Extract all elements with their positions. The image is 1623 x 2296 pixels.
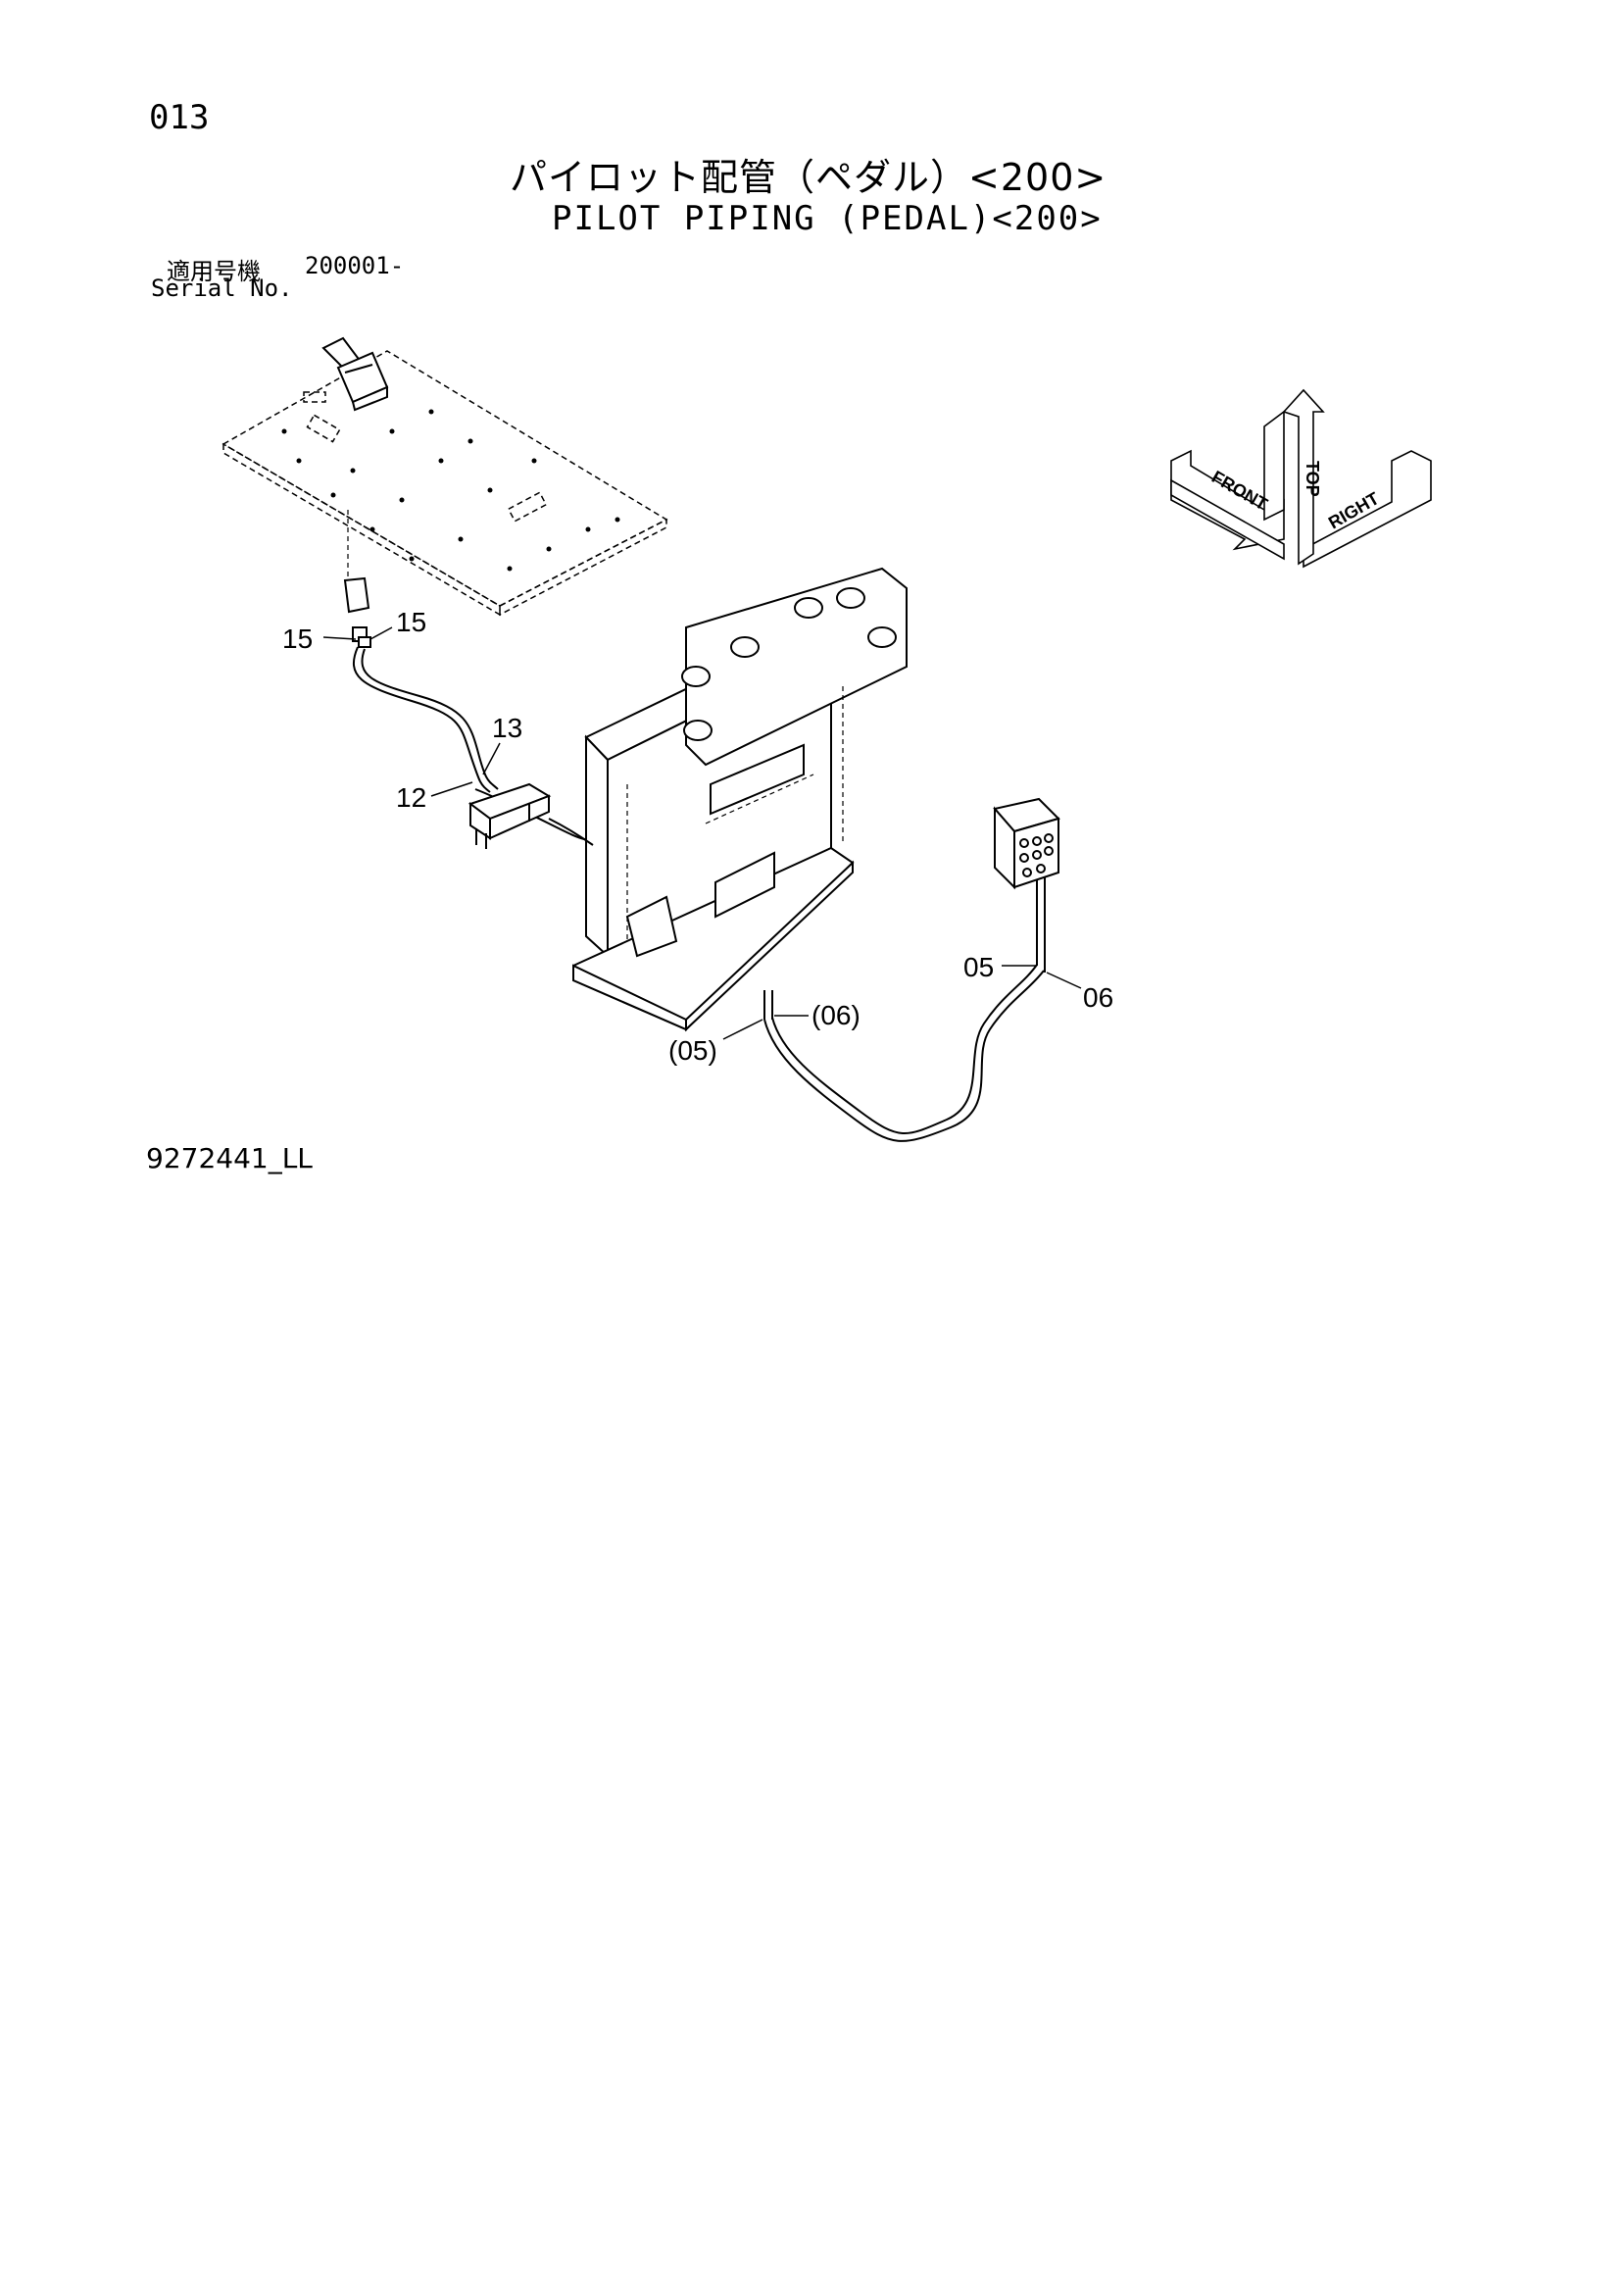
callout-15-left: 15 — [282, 624, 313, 654]
drawing-id: 9272441_LL — [146, 1142, 313, 1174]
serial-value: 200001- — [305, 252, 405, 279]
page-number: 013 — [149, 98, 210, 137]
manifold-block — [467, 782, 552, 849]
callout-06-paren: (06) — [812, 1000, 861, 1030]
callout-13: 13 — [492, 713, 522, 743]
callout-05: 05 — [963, 952, 994, 982]
serial-label-japanese: 適用号機 — [167, 258, 261, 285]
leader-lines — [322, 626, 1082, 1040]
lower-hoses — [763, 873, 1046, 1142]
callout-15-right: 15 — [396, 607, 426, 637]
serial-label-english: Serial No. — [151, 275, 293, 302]
floor-plate-holes — [281, 409, 620, 572]
cab-frame-details — [626, 686, 844, 941]
callout-12: 12 — [396, 782, 426, 813]
callout-05-paren: (05) — [668, 1035, 717, 1066]
manifold-hose — [548, 818, 594, 846]
pedal-assembly — [321, 336, 389, 412]
page-title-japanese: パイロット配管（ペダル）<200> — [510, 156, 1107, 199]
control-valve — [993, 797, 1060, 890]
callout-06: 06 — [1083, 982, 1113, 1013]
orientation-indicator — [1170, 388, 1432, 569]
orientation-top-label: TOP — [1303, 461, 1322, 497]
cab-frame — [572, 567, 908, 1032]
page-title-english: PILOT PIPING (PEDAL)<200> — [552, 199, 1103, 238]
floor-plate — [221, 350, 668, 617]
pedal-valve — [343, 510, 371, 648]
